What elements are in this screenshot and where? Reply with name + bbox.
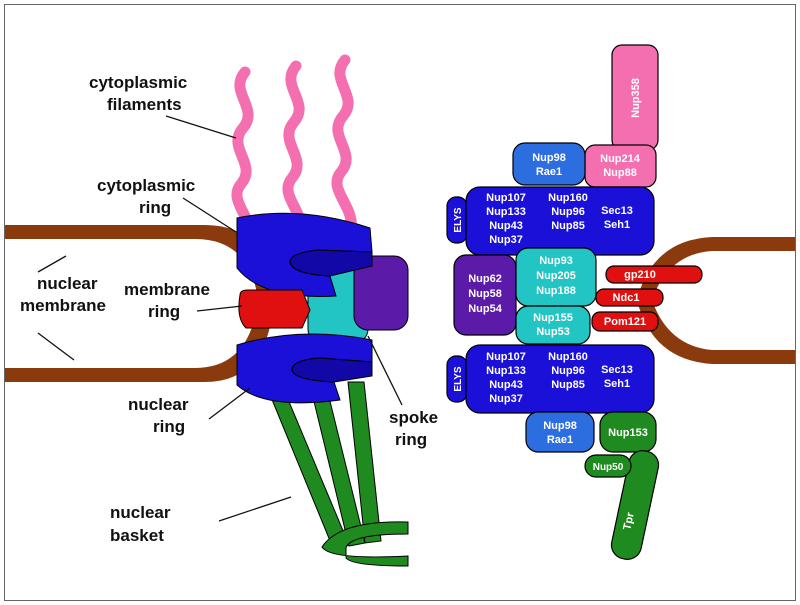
y-top-nup37: Nup37 xyxy=(489,234,523,246)
leader-cytoplasmic-filaments xyxy=(165,115,237,139)
label-nuclear-ring-1: nuclear xyxy=(128,395,189,414)
spoke-ring-purple xyxy=(353,255,409,331)
ndc1-block xyxy=(595,288,664,307)
filament-2 xyxy=(282,60,307,242)
elys-bottom-label: ELYS xyxy=(453,366,464,392)
label-nuclear-basket-2: basket xyxy=(110,526,164,545)
label-membrane-ring-1: membrane xyxy=(124,280,210,299)
label-nuclear-membrane-2: membrane xyxy=(20,296,106,315)
nup98-bottom-block xyxy=(525,411,595,453)
leader-cytoplasmic-ring xyxy=(182,197,237,233)
nup153-label: Nup153 xyxy=(608,427,648,439)
nup98-top-block xyxy=(512,142,586,186)
basket-ring xyxy=(321,521,409,567)
y-bot-nup107: Nup107 xyxy=(486,351,526,363)
leader-nuclear-ring xyxy=(208,387,251,420)
label-spoke-ring-2: ring xyxy=(395,430,427,449)
y-top-nup96: Nup96 xyxy=(551,206,585,218)
y-top-seh1: Seh1 xyxy=(604,219,630,231)
y-bot-nup37: Nup37 xyxy=(489,393,523,405)
tpr-label: Tpr xyxy=(621,511,637,532)
label-spoke-ring-1: spoke xyxy=(389,408,438,427)
nup358-label: Nup358 xyxy=(630,78,642,118)
y-top-nup107: Nup107 xyxy=(486,192,526,204)
y-bot-nup96: Nup96 xyxy=(551,365,585,377)
leader-spoke-ring xyxy=(367,335,403,406)
y-complex-top-col1: Nup107 Nup133 Nup43 Nup37 xyxy=(486,192,526,246)
pom121-label: Pom121 xyxy=(604,316,646,328)
elys-top-label: ELYS xyxy=(453,207,464,233)
y-bot-nup85: Nup85 xyxy=(551,379,585,391)
nup214-block xyxy=(584,144,657,188)
nup88-label: Nup88 xyxy=(603,167,637,179)
cytoplasmic-filaments xyxy=(231,54,357,248)
gp210-label: gp210 xyxy=(624,269,656,281)
membrane-ring xyxy=(238,289,311,329)
label-nuclear-ring-2: ring xyxy=(153,417,185,436)
nup98-bottom-label: Nup98 xyxy=(543,420,577,432)
y-complex-bottom-col3: Sec13 Seh1 xyxy=(601,364,633,390)
y-top-nup85: Nup85 xyxy=(551,220,585,232)
nuclear-ring xyxy=(236,333,373,404)
pom121-block xyxy=(591,311,659,332)
y-top-nup133: Nup133 xyxy=(486,206,526,218)
y-bot-seh1: Seh1 xyxy=(604,378,630,390)
label-membrane-ring-2: ring xyxy=(148,302,180,321)
y-complex-bottom-col1: Nup107 Nup133 Nup43 Nup37 xyxy=(486,351,526,405)
label-cytoplasmic-ring-2: ring xyxy=(139,198,171,217)
filament-1 xyxy=(231,66,256,248)
label-cytoplasmic-filaments-2: filaments xyxy=(107,95,182,114)
nuclear-basket xyxy=(265,381,409,567)
label-cytoplasmic-filaments-1: cytoplasmic xyxy=(89,73,187,92)
nup54-label: Nup54 xyxy=(468,303,503,315)
y-top-nup43: Nup43 xyxy=(489,220,523,232)
ndc1-label: Ndc1 xyxy=(613,292,640,304)
nup155-label: Nup155 xyxy=(533,312,573,324)
label-cytoplasmic-ring-1: cytoplasmic xyxy=(97,176,195,195)
leader-nuclear-membrane-bottom xyxy=(37,332,75,361)
nup50-block xyxy=(584,454,632,478)
filament-3 xyxy=(331,54,357,238)
y-bot-nup43: Nup43 xyxy=(489,379,523,391)
leader-membrane-ring xyxy=(196,305,243,312)
nup153-block xyxy=(599,411,657,453)
nup50-label: Nup50 xyxy=(593,462,624,473)
basket-strand-3 xyxy=(347,381,382,544)
nup58-label: Nup58 xyxy=(468,288,502,300)
nup188-label: Nup188 xyxy=(536,285,576,297)
nup155-block xyxy=(515,305,591,345)
nup62-label: Nup62 xyxy=(468,273,502,285)
nup214-label: Nup214 xyxy=(600,153,641,165)
label-nuclear-basket-1: nuclear xyxy=(110,503,171,522)
rae1-bottom-label: Rae1 xyxy=(547,434,573,446)
y-bot-nup133: Nup133 xyxy=(486,365,526,377)
leader-nuclear-membrane-top xyxy=(37,255,67,273)
rae1-top-label: Rae1 xyxy=(536,166,562,178)
y-top-sec13: Sec13 xyxy=(601,205,633,217)
tpr-block xyxy=(610,450,660,560)
nuclear-membrane-right xyxy=(637,237,795,364)
nup53-label: Nup53 xyxy=(536,326,570,338)
y-bot-nup160: Nup160 xyxy=(548,351,588,363)
leader-nuclear-basket xyxy=(218,496,292,522)
nup205-label: Nup205 xyxy=(536,270,576,282)
y-complex-top-col2: Nup160 Nup96 Nup85 xyxy=(548,192,588,232)
nup98-top-label: Nup98 xyxy=(532,152,566,164)
nup93-label: Nup93 xyxy=(539,255,573,267)
y-top-nup160: Nup160 xyxy=(548,192,588,204)
gp210-block xyxy=(605,265,703,284)
label-nuclear-membrane-1: nuclear xyxy=(37,274,98,293)
y-complex-top-col3: Sec13 Seh1 xyxy=(601,205,633,231)
y-complex-bottom-col2: Nup160 Nup96 Nup85 xyxy=(548,351,588,391)
y-bot-sec13: Sec13 xyxy=(601,364,633,376)
